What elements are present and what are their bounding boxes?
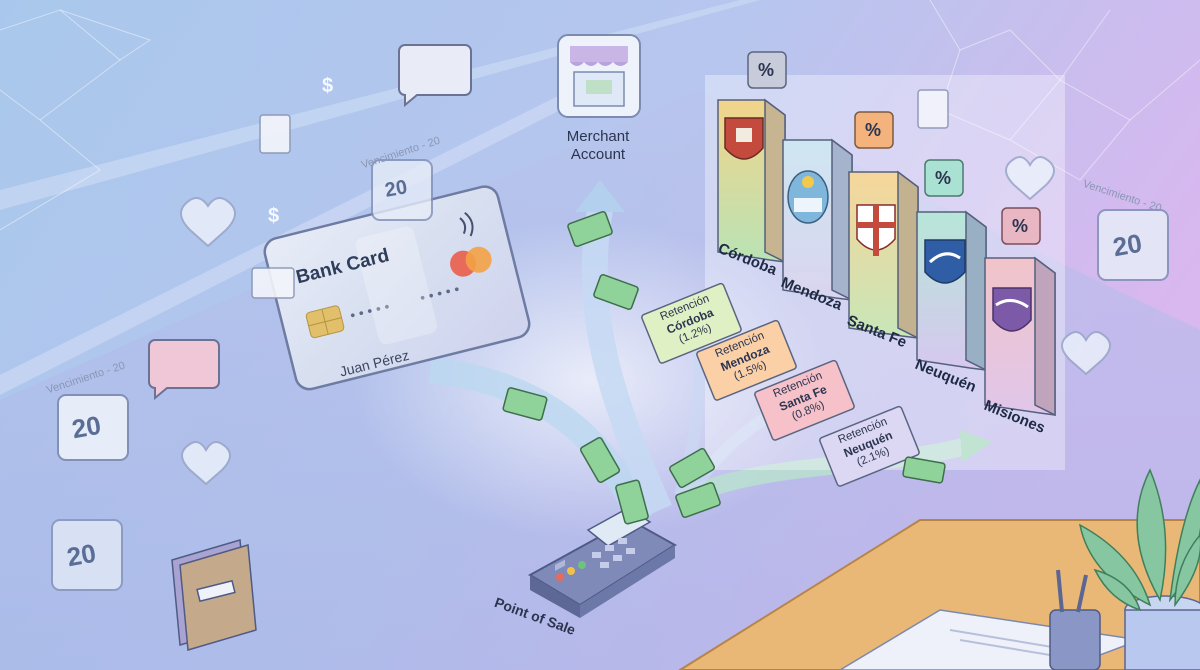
merchant-account-label: Merchant Account (566, 128, 630, 163)
money-bills (502, 210, 946, 525)
folder-stack (171, 539, 257, 651)
calendar-day: 20 (383, 176, 409, 202)
plant-leaves (1078, 468, 1200, 612)
chat-bubbles (148, 44, 472, 401)
percent-bubbles (747, 51, 1041, 245)
desk-art (678, 519, 1200, 670)
bank-card-art: • • • • • • • • • • (263, 185, 531, 391)
document-icons (251, 89, 949, 299)
percent-icon: % (935, 168, 952, 188)
percent-icon: % (865, 120, 882, 140)
percent-icon: % (758, 60, 775, 80)
dollar-icon: $ (268, 205, 280, 227)
retention-tickets (641, 282, 920, 487)
percent-icon: % (1012, 216, 1029, 236)
province-crests (724, 117, 1032, 332)
dollar-icon: $ (322, 75, 334, 97)
calendar-icons (51, 159, 1169, 591)
calendar-day: 20 (69, 409, 104, 445)
calendar-day: 20 (1110, 227, 1145, 263)
heart-icons (180, 156, 1111, 486)
calendar-day: 20 (64, 537, 99, 573)
merchant-store-icon (557, 34, 641, 118)
